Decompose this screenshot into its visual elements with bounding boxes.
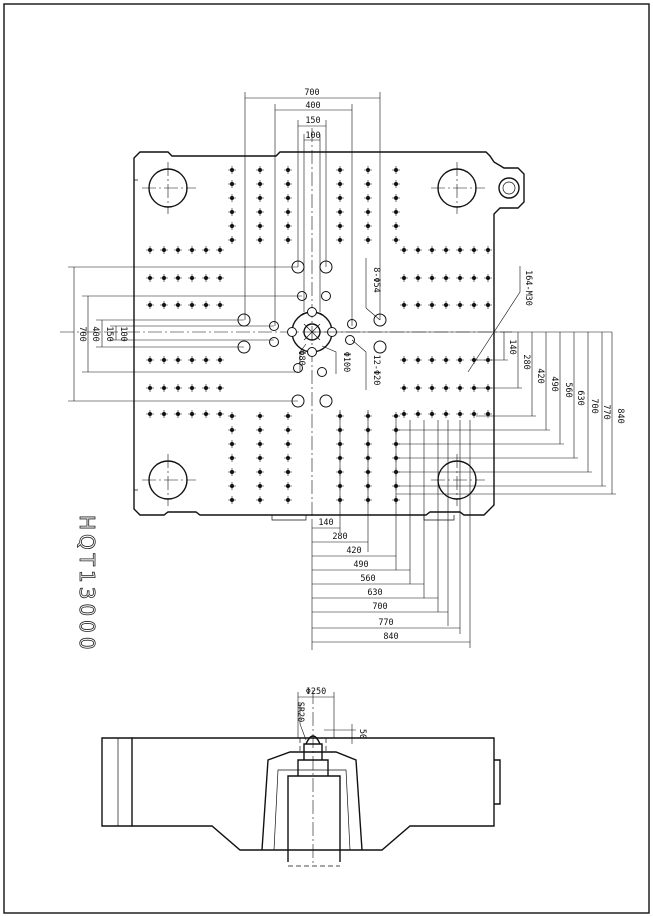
dim-bottom-770: 770 (378, 618, 393, 628)
dim-right-700: 700 (589, 398, 599, 413)
dim-top-100: 100 (305, 131, 320, 141)
callouts: 8-Φ54 12-Φ20 Φ80 Φ100 164-M30 (296, 258, 533, 390)
dim-left-100: 100 (118, 326, 128, 341)
dim-top-400: 400 (305, 101, 320, 111)
tapped-holes-grid (146, 166, 492, 504)
model-title: HQT13000 (75, 515, 99, 654)
dim-left-400: 400 (90, 326, 100, 341)
left-dimensions: 700 400 150 100 (68, 266, 302, 402)
dim-left-700: 700 (77, 326, 87, 341)
dim-bottom-560: 560 (360, 574, 375, 584)
dim-right-560: 560 (563, 382, 573, 397)
dim-right-630: 630 (575, 390, 585, 405)
dim-bottom-700: 700 (372, 602, 387, 612)
dim-bottom-840: 840 (383, 632, 398, 642)
platen-side-view: Φ250 SR20 50 (101, 687, 501, 867)
dim-bottom-630: 630 (367, 588, 382, 598)
dim-side-50: 50 (357, 729, 367, 739)
dim-top-150: 150 (305, 116, 320, 126)
tie-bar-holes (142, 162, 485, 506)
dim-side-250: Φ250 (306, 687, 326, 697)
callout-dia-80: Φ80 (296, 350, 306, 365)
right-dimensions: 140 280 420 490 560 630 700 770 840 (312, 331, 625, 495)
dim-bottom-140: 140 (318, 518, 333, 528)
dim-bottom-280: 280 (332, 532, 347, 542)
dim-bottom-490: 490 (353, 560, 368, 570)
dim-top-700: 700 (304, 88, 319, 98)
dim-left-150: 150 (104, 326, 114, 341)
callout-dia-100: Φ100 (341, 352, 351, 372)
dim-right-770: 770 (601, 404, 611, 419)
bottom-dimensions: 140 280 420 490 560 630 700 770 840 (311, 410, 471, 650)
callout-8-holes-54: 8-Φ54 (371, 267, 381, 293)
dim-right-280: 280 (521, 354, 531, 369)
dim-bottom-420: 420 (346, 546, 361, 556)
lug-hole (498, 177, 520, 199)
dim-right-490: 490 (549, 376, 559, 391)
callout-164-m30: 164-M30 (523, 270, 533, 306)
dim-right-420: 420 (535, 368, 545, 383)
platen-front-view (60, 128, 525, 521)
top-dimensions: 700 400 150 100 (244, 88, 381, 326)
dim-right-140: 140 (507, 339, 517, 354)
dim-right-840: 840 (615, 408, 625, 423)
callout-12-holes-20: 12-Φ20 (371, 355, 381, 386)
drawing-border (3, 3, 650, 914)
dim-side-sr20: SR20 (295, 702, 305, 722)
